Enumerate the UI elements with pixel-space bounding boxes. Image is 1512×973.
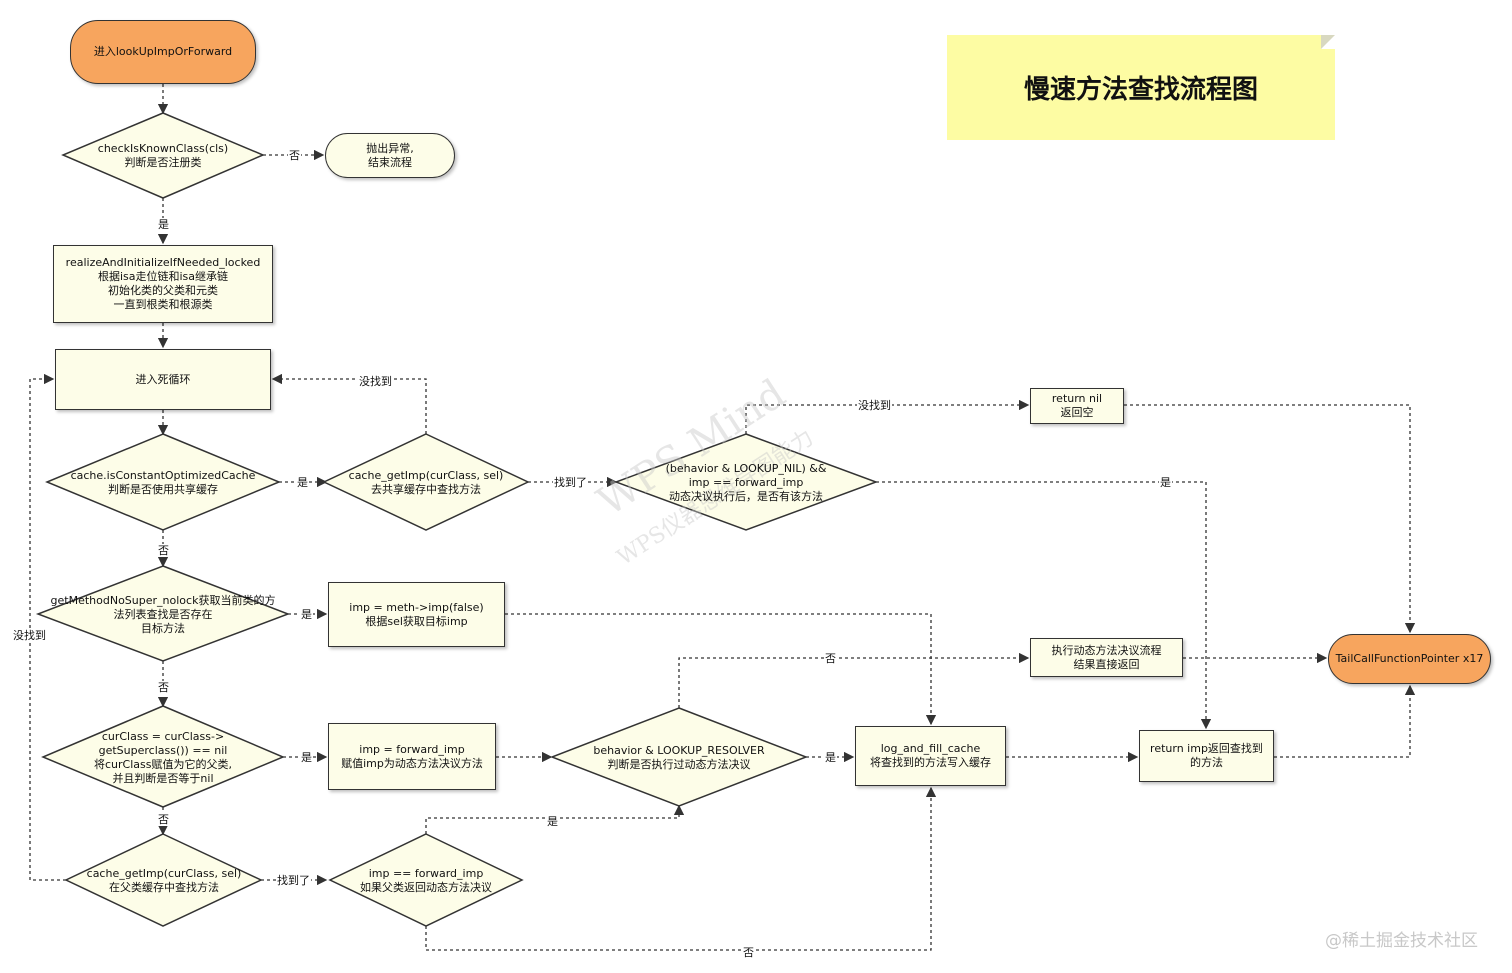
text-resolver-check[interactable]: behavior & LOOKUP_RESOLVER 判断是否执行过动态方法决议 xyxy=(593,743,765,771)
edge-resolver-exec xyxy=(678,652,1030,708)
label-found-1: 找到了 xyxy=(553,476,588,489)
text-const-cache[interactable]: cache.isConstantOptimizedCache 判断是否使用共享缓… xyxy=(70,468,256,496)
edge-shared-loop xyxy=(271,373,427,434)
diamond-resolver-check xyxy=(549,707,809,807)
node-return-nil[interactable]: return nil 返回空 xyxy=(1030,388,1124,424)
label-getmethod-no: 否 xyxy=(157,681,170,694)
edge-impeq-resolver xyxy=(425,804,685,834)
label-nil-yes: 是 xyxy=(1159,476,1172,489)
label-nil-not-found: 没找到 xyxy=(857,399,892,412)
text-check-known[interactable]: checkIsKnownClass(cls) 判断是否注册类 xyxy=(97,141,229,169)
diamond-shared-cache xyxy=(322,433,530,531)
edge-impeq-log xyxy=(425,786,937,951)
text-nil-check[interactable]: (behavior & LOOKUP_NIL) && imp == forwar… xyxy=(665,461,827,503)
label-shared-not-found: 没找到 xyxy=(358,375,393,388)
note-fold-corner xyxy=(1321,35,1335,49)
edge-methimp-log xyxy=(505,613,937,726)
label-resolver-yes: 是 xyxy=(824,751,837,764)
text-shared-cache[interactable]: cache_getImp(curClass, sel) 去共享缓存中查找方法 xyxy=(348,468,504,496)
diamond-const-cache xyxy=(45,433,281,531)
label-const-yes: 是 xyxy=(296,476,309,489)
node-meth-imp[interactable]: imp = meth->imp(false) 根据sel获取目标imp xyxy=(328,582,505,647)
text-cur-super[interactable]: curClass = curClass-> getSuperclass()) =… xyxy=(94,730,232,785)
node-dead-loop[interactable]: 进入死循环 xyxy=(55,349,271,410)
edge-nil-returnnil xyxy=(745,399,1030,434)
node-return-imp[interactable]: return imp返回查找到 的方法 xyxy=(1139,730,1274,782)
label-found-2: 找到了 xyxy=(276,874,311,887)
diamond-nil-check xyxy=(613,433,879,531)
text-get-method[interactable]: getMethodNoSuper_nolock获取当前类的方 法列表查找是否存在… xyxy=(50,593,276,635)
node-log-fill[interactable]: log_and_fill_cache 将查找到的方法写入缓存 xyxy=(855,726,1006,786)
label-parent-yes: 是 xyxy=(546,815,559,828)
edge-parent-loop xyxy=(29,373,66,881)
label-cursuper-yes: 是 xyxy=(300,751,313,764)
diamond-imp-eq-forward xyxy=(328,833,524,927)
node-start[interactable]: 进入lookUpImpOrForward xyxy=(70,20,256,84)
label-resolver-no: 否 xyxy=(824,652,837,665)
node-throw-end[interactable]: 抛出异常, 结束流程 xyxy=(325,133,455,178)
diamond-parent-cache xyxy=(64,833,263,927)
edge-nil-returnimp xyxy=(876,481,1212,730)
footer-credit: @稀土掘金技术社区 xyxy=(1325,931,1478,951)
label-cursuper-no: 否 xyxy=(157,813,170,826)
diamond-get-method xyxy=(35,565,291,662)
diamond-check-known xyxy=(61,112,265,199)
node-tail-call[interactable]: TailCallFunctionPointer x17 xyxy=(1328,634,1491,684)
node-exec-resolver[interactable]: 执行动态方法决议流程 结果直接返回 xyxy=(1030,638,1183,677)
label-check-no: 否 xyxy=(288,149,301,162)
node-realize[interactable]: realizeAndInitializeIfNeeded_locked 根据is… xyxy=(53,245,273,323)
label-getmethod-yes: 是 xyxy=(300,608,313,621)
text-imp-eq-forward[interactable]: imp == forward_imp 如果父类返回动态方法决议 xyxy=(360,866,492,894)
diamond-cur-super xyxy=(41,705,285,808)
text-parent-cache[interactable]: cache_getImp(curClass, sel) 在父类缓存中查找方法 xyxy=(86,866,242,894)
edge-returnnil-tail xyxy=(1124,404,1416,634)
label-const-no: 否 xyxy=(157,544,170,557)
edge-returnimp-tail xyxy=(1274,684,1416,758)
label-check-yes: 是 xyxy=(157,218,170,231)
label-loop-not-found: 没找到 xyxy=(12,629,47,642)
node-imp-forward[interactable]: imp = forward_imp 赋值imp为动态方法决议方法 xyxy=(328,723,496,790)
label-impeq-no: 否 xyxy=(742,946,755,959)
title-note: 慢速方法查找流程图 xyxy=(947,35,1335,140)
